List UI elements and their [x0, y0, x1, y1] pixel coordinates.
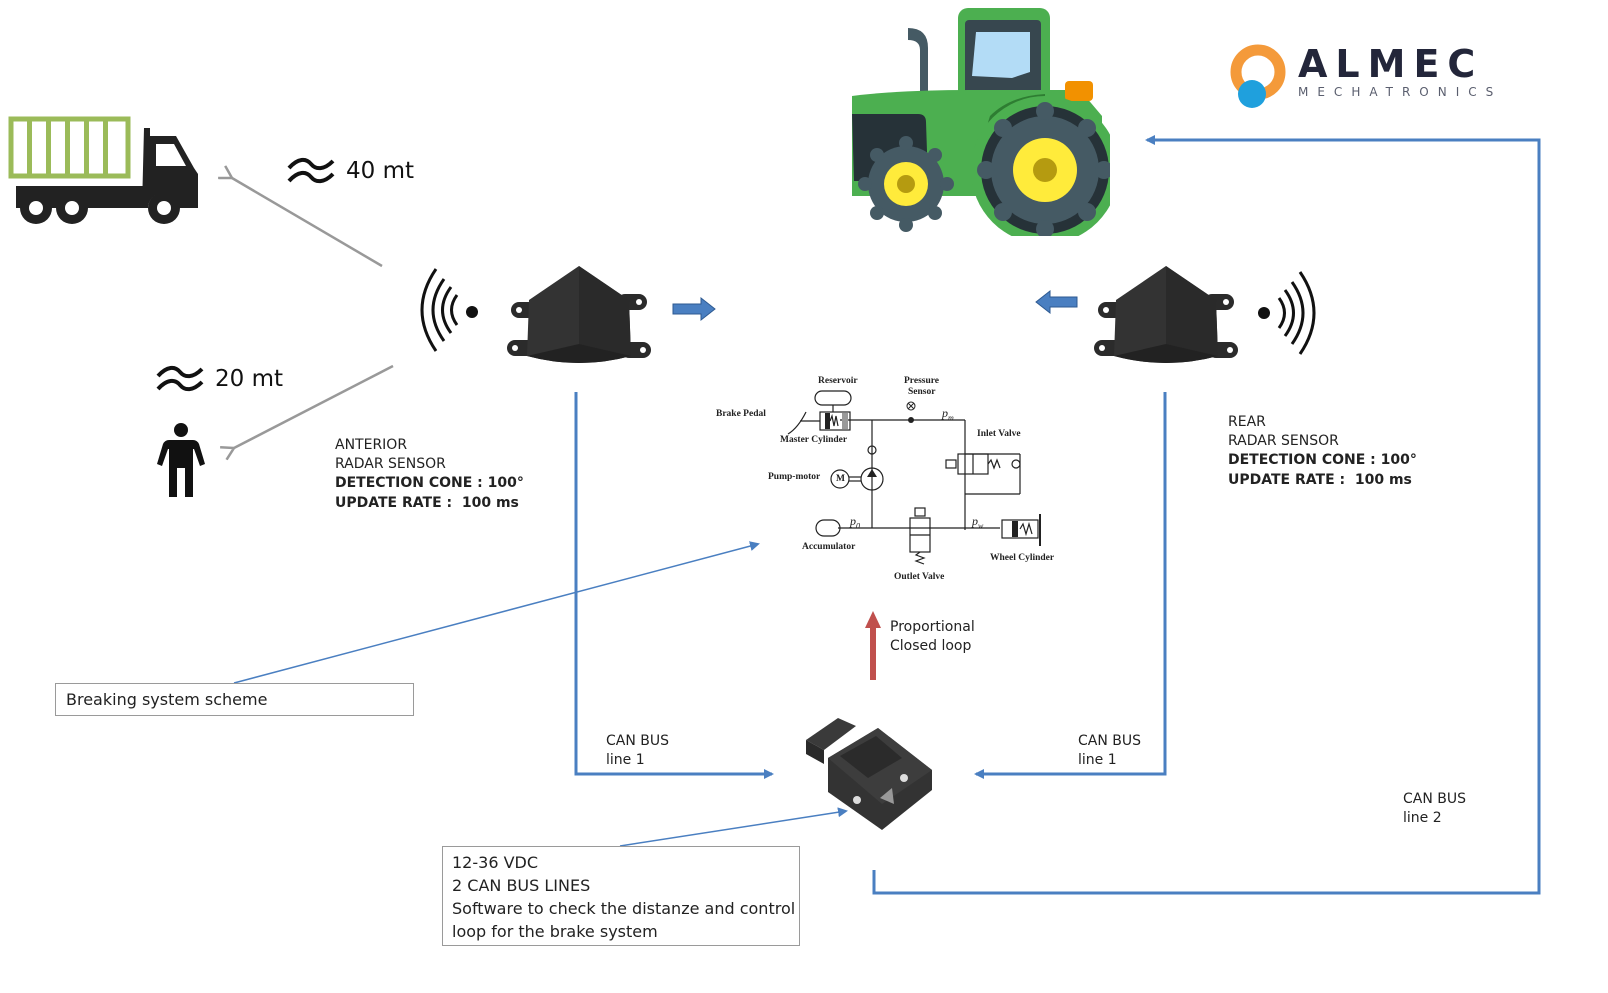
closed-loop-arrow: [865, 611, 881, 680]
label-pressure-sensor-2: Sensor: [908, 387, 936, 397]
ecu-spec-can: 2 CAN BUS LINES: [452, 876, 591, 895]
almec-logo: ALMEC MECHATRONICS: [1228, 42, 1538, 114]
can-bus-outer-label: CAN BUS line 2: [1403, 790, 1466, 828]
anterior-sensor-title: ANTERIOR: [335, 437, 408, 453]
can-bus-left-label: CAN BUS line 1: [606, 732, 669, 770]
radar-sensor-front: [507, 266, 651, 363]
label-outlet-valve: Outlet Valve: [894, 572, 945, 582]
can-bus-outer-line1: CAN BUS: [1403, 791, 1467, 807]
p-w-symbol: p: [972, 514, 978, 528]
brake-system-scheme: Reservoir Pressure Sensor Brake Pedal Ma…: [710, 372, 1070, 587]
label-master-cylinder: Master Cylinder: [780, 435, 848, 445]
label-pressure-sensor-1: Pressure: [904, 376, 940, 386]
block-arrow-right: [672, 296, 716, 322]
anterior-update-rate: UPDATE RATE : 100 ms: [335, 495, 519, 511]
rear-sensor-title: REAR: [1228, 414, 1266, 430]
block-arrow-left: [1035, 289, 1078, 315]
scheme-callout-box: Breaking system scheme: [55, 683, 414, 716]
logo-tagline: MECHATRONICS: [1298, 85, 1503, 99]
closed-loop-label: Proportional Closed loop: [890, 618, 975, 656]
label-pump-motor: Pump-motor: [768, 472, 821, 482]
can-bus-outer-line2: line 2: [1403, 810, 1442, 826]
person-icon: [157, 423, 205, 497]
label-p-w: pw: [972, 514, 983, 530]
label-p-0: p0: [850, 514, 860, 530]
ecu-controller: [806, 718, 932, 830]
label-reservoir: Reservoir: [818, 376, 858, 386]
rear-sensor-subtitle: RADAR SENSOR: [1228, 433, 1339, 449]
rear-detection-cone: DETECTION CONE : 100°: [1228, 452, 1417, 468]
ecu-spec-voltage: 12-36 VDC: [452, 853, 539, 872]
distance-person-label: 20 mt: [215, 366, 284, 392]
can-bus-left-line2: line 1: [606, 752, 645, 768]
radar-sensor-rear: [1094, 266, 1238, 363]
label-accumulator: Accumulator: [802, 542, 856, 552]
p-0-sub: 0: [856, 521, 860, 531]
arrow-to-person: [234, 364, 394, 448]
rear-update-rate: UPDATE RATE : 100 ms: [1228, 472, 1412, 488]
radar-waves-rear-icon: [1258, 271, 1316, 355]
p-w-sub: w: [978, 521, 984, 531]
can-bus-right-line1: CAN BUS: [1078, 733, 1142, 749]
anterior-detection-cone: DETECTION CONE : 100°: [335, 475, 524, 491]
brake-scheme-drawing: [787, 390, 1041, 565]
p-0-symbol: p: [850, 514, 856, 528]
scheme-callout-text: Breaking system scheme: [66, 690, 268, 709]
label-motor: M: [836, 474, 845, 484]
logo-brand: ALMEC: [1298, 42, 1484, 86]
label-brake-pedal: Brake Pedal: [716, 409, 766, 419]
label-p-m: pm: [942, 406, 954, 422]
anterior-sensor-subtitle: RADAR SENSOR: [335, 456, 446, 472]
can-bus-left-line1: CAN BUS: [606, 733, 670, 749]
label-wheel-cylinder: Wheel Cylinder: [990, 553, 1055, 563]
closed-loop-line1: Proportional: [890, 619, 975, 635]
distance-person: 20 mt: [155, 364, 283, 394]
anterior-sensor-info: ANTERIOR RADAR SENSOR DETECTION CONE : 1…: [335, 436, 524, 513]
p-m-sub: m: [948, 413, 954, 423]
p-m-symbol: p: [942, 406, 948, 420]
tractor-icon: [852, 8, 1110, 236]
closed-loop-line2: Closed loop: [890, 638, 972, 654]
radar-waves-front-icon: [420, 268, 478, 352]
approx-icon: [156, 365, 204, 392]
ecu-callout-line: [619, 807, 848, 847]
can-bus-line1-right: [974, 392, 1167, 779]
rear-sensor-info: REAR RADAR SENSOR DETECTION CONE : 100° …: [1228, 413, 1417, 490]
logo-mark-icon: [1230, 44, 1286, 108]
arrow-to-truck: [232, 178, 383, 268]
approx-icon: [287, 157, 335, 184]
can-bus-line2: [872, 135, 1541, 895]
can-bus-right-label: CAN BUS line 1: [1078, 732, 1141, 770]
truck-icon: [8, 116, 198, 224]
can-bus-right-line2: line 1: [1078, 752, 1117, 768]
label-inlet-valve: Inlet Valve: [977, 429, 1021, 439]
distance-vehicle: 40 mt: [286, 156, 414, 186]
ecu-spec-software-2: loop for the brake system: [452, 922, 658, 941]
can-bus-line1-left: [574, 392, 774, 779]
distance-vehicle-label: 40 mt: [346, 158, 415, 184]
ecu-spec-software-1: Software to check the distanze and contr…: [452, 899, 796, 918]
scheme-callout-line: [233, 541, 760, 684]
ecu-callout-box: 12-36 VDC 2 CAN BUS LINES Software to ch…: [442, 846, 800, 946]
